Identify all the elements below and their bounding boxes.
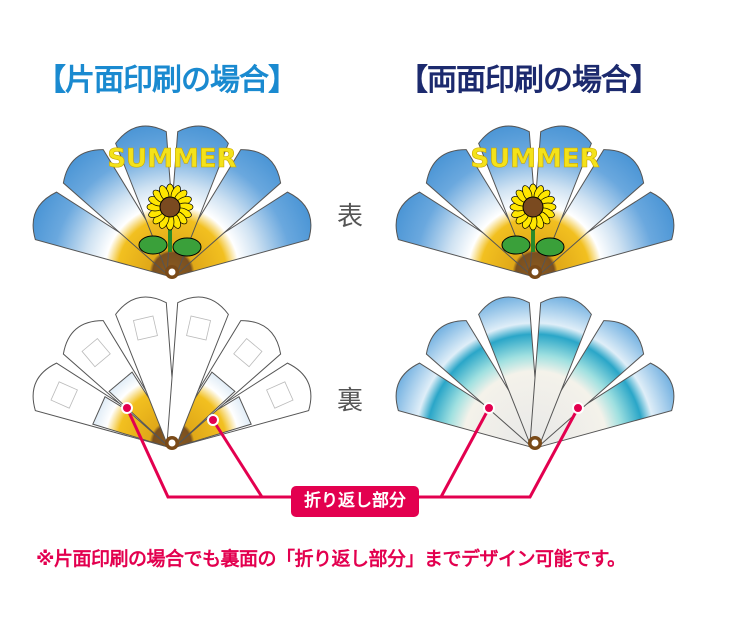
rivet-hole bbox=[168, 439, 176, 447]
fan-blade bbox=[529, 125, 592, 274]
fan-blade bbox=[115, 296, 178, 445]
fan-blade bbox=[166, 296, 229, 445]
fan-blade bbox=[529, 296, 592, 445]
fan-double-front: SUMMER bbox=[395, 125, 675, 279]
fan-summer-text: SUMMER bbox=[470, 144, 599, 174]
rivet-hole bbox=[531, 439, 539, 447]
fan-blade bbox=[169, 191, 312, 278]
fan-blade bbox=[478, 296, 541, 445]
fan-blade bbox=[395, 362, 538, 449]
front-label: 表 bbox=[337, 202, 364, 232]
rivet-hole bbox=[168, 268, 176, 276]
sticker-mark bbox=[132, 315, 158, 341]
rivet-hole bbox=[531, 268, 539, 276]
sticker-mark bbox=[186, 315, 212, 341]
fan-blade bbox=[532, 191, 675, 278]
fan-blade bbox=[115, 125, 178, 274]
fan-blade bbox=[395, 191, 538, 278]
back-label: 裏 bbox=[337, 386, 364, 416]
fan-blade bbox=[478, 125, 541, 274]
callout-dots bbox=[121, 402, 584, 426]
fan-blade bbox=[32, 191, 175, 278]
fold-part-label: 折り返し部分 bbox=[291, 486, 419, 517]
fan-blade bbox=[530, 320, 645, 447]
sunflower-icon bbox=[138, 183, 202, 257]
fan-single-back bbox=[32, 296, 312, 450]
callout-lines bbox=[125, 407, 580, 499]
fan-blade bbox=[425, 320, 540, 447]
double-side-title: 【両面印刷の場合】 bbox=[398, 63, 660, 98]
fan-blade bbox=[166, 125, 229, 274]
sticker-mark bbox=[50, 381, 78, 409]
sunflower-icon bbox=[501, 183, 565, 257]
fan-summer-text: SUMMER bbox=[107, 144, 236, 174]
sticker-mark bbox=[266, 381, 294, 409]
fan-single-front: SUMMER bbox=[32, 125, 312, 279]
single-side-title: 【片面印刷の場合】 bbox=[36, 63, 298, 98]
fan-double-back bbox=[395, 296, 675, 450]
footnote: ※片面印刷の場合でも裏面の「折り返し部分」までデザイン可能です。 bbox=[36, 548, 626, 570]
sticker-mark bbox=[233, 337, 263, 368]
sticker-mark bbox=[81, 337, 111, 368]
